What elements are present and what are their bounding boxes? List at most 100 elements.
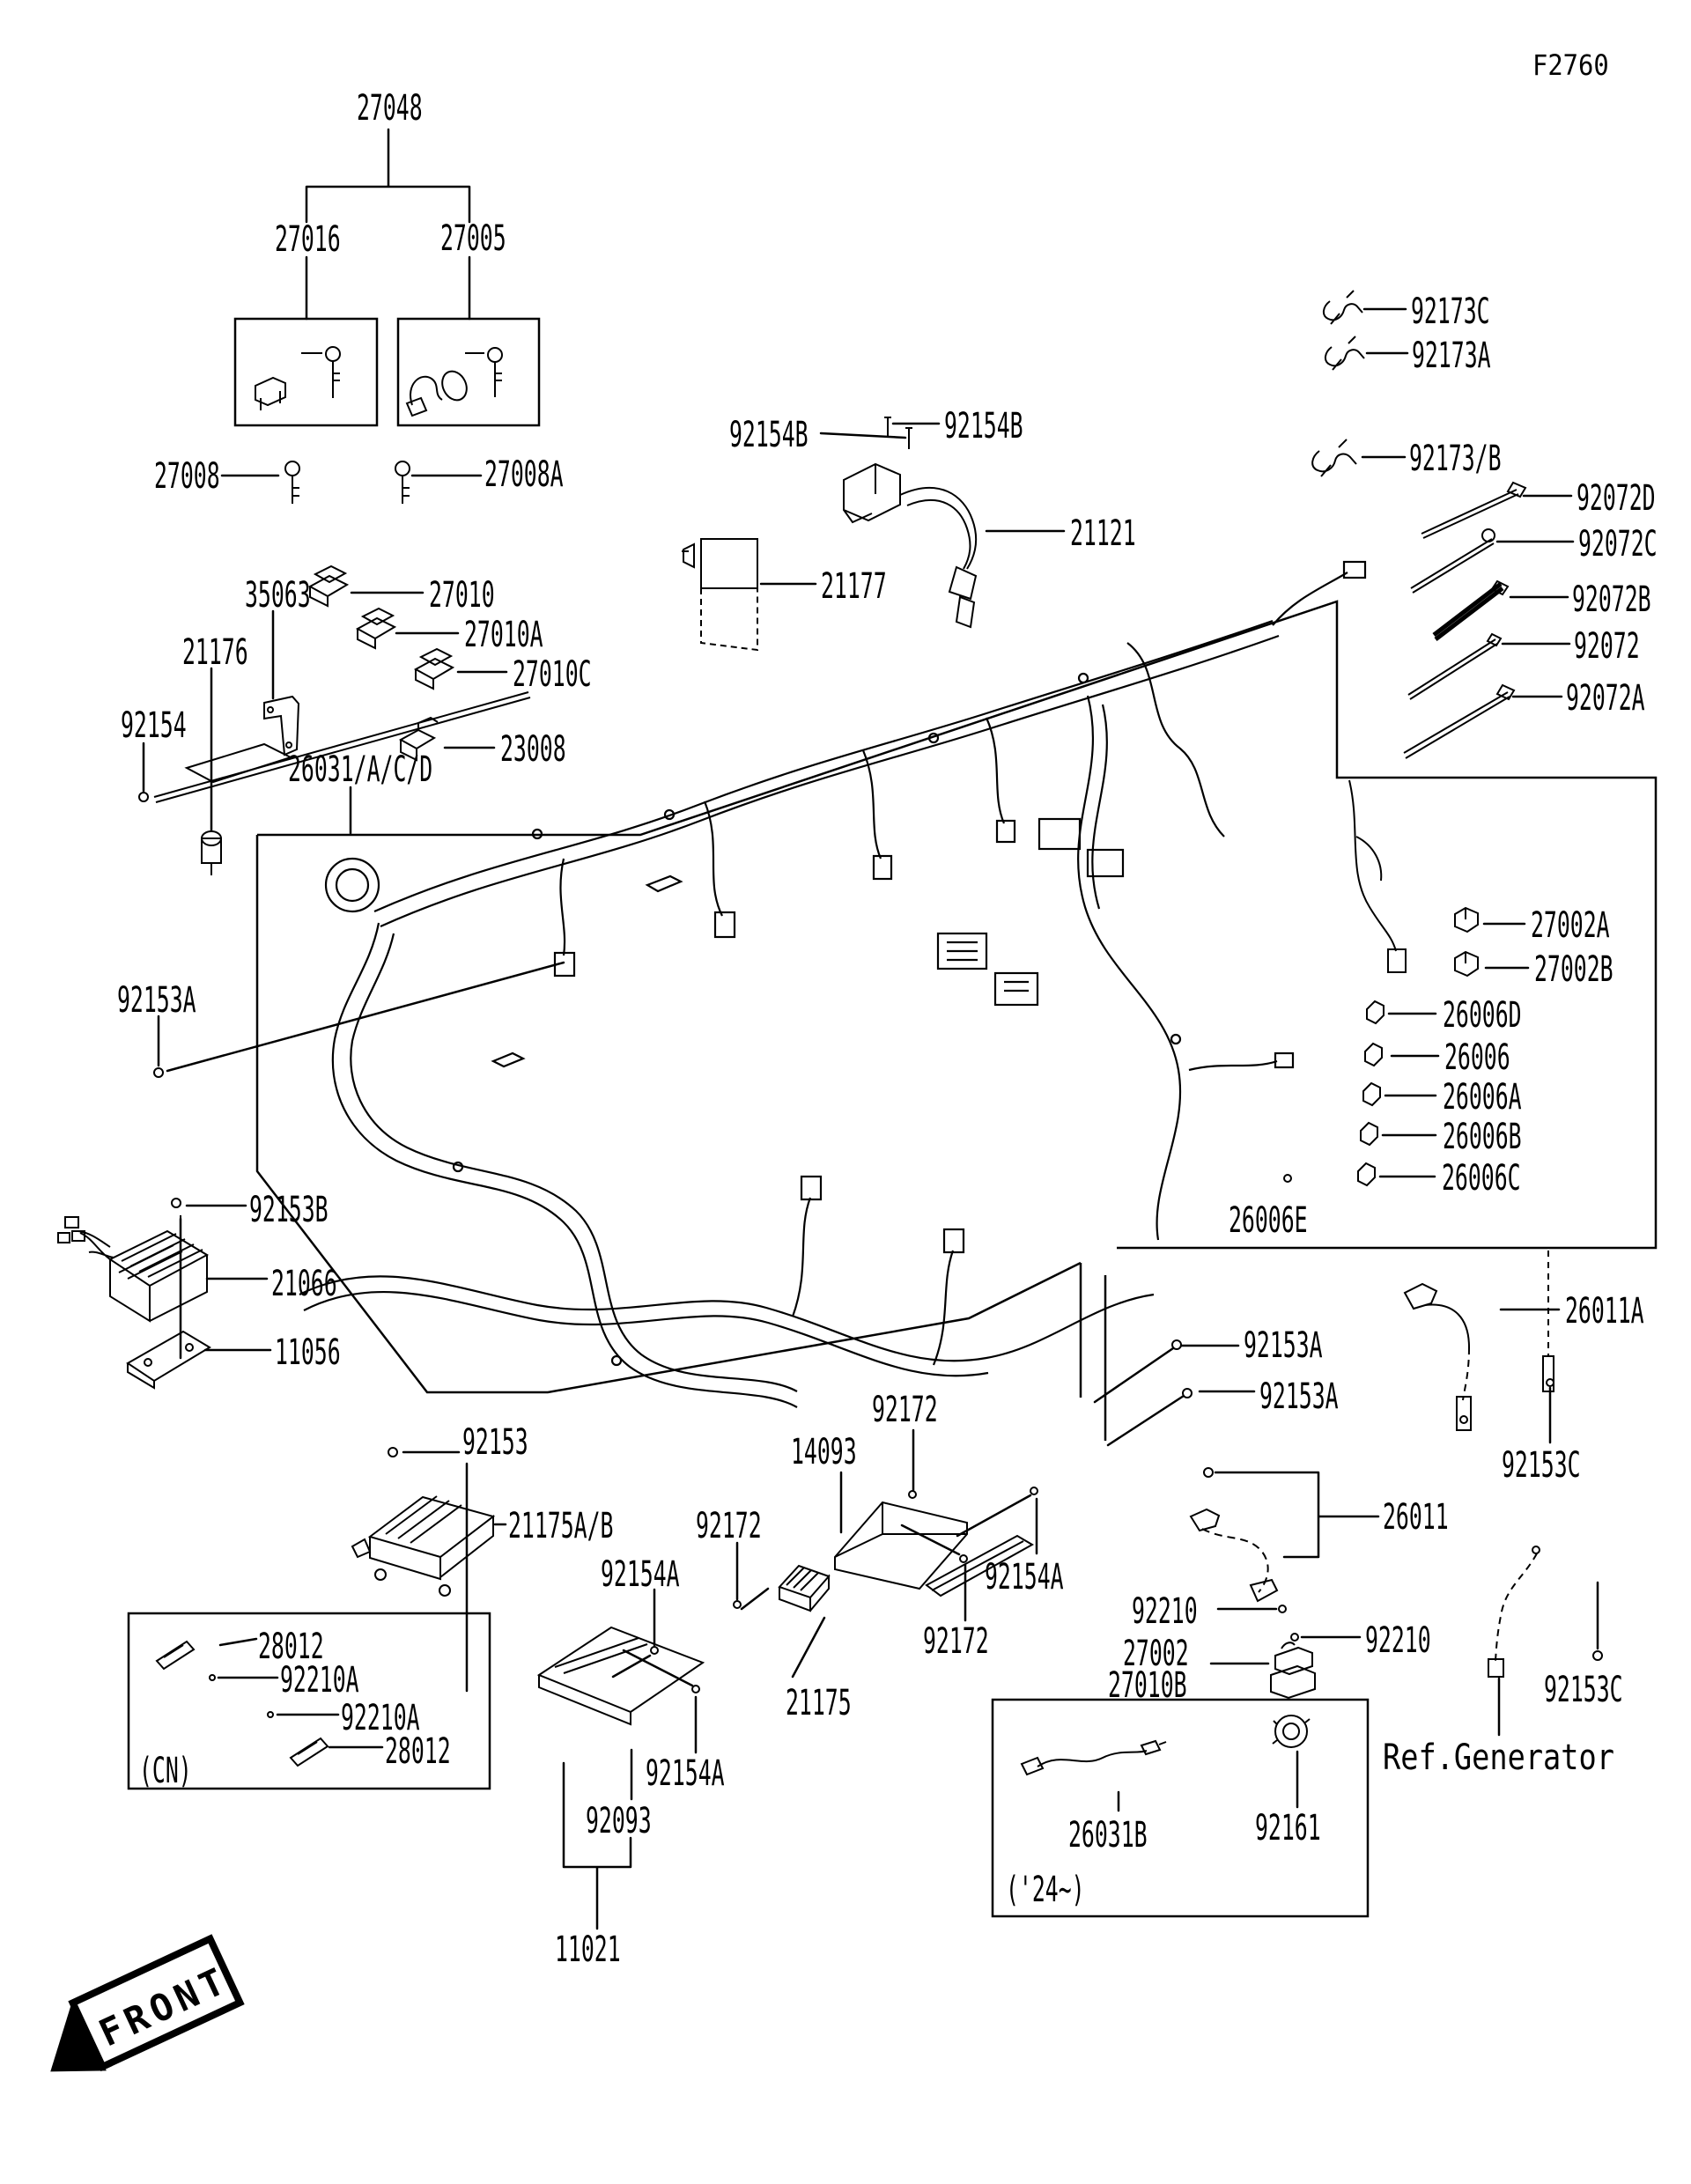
cdi-unit-icon — [682, 538, 758, 652]
part-label: 92154 — [121, 705, 187, 746]
main-harness-outline — [255, 600, 1658, 1441]
part-label: 92154B — [944, 406, 1023, 446]
generator-lead-icon — [1488, 1546, 1540, 1678]
sensor-21176-icon — [184, 742, 293, 875]
part-label: 92210 — [1365, 1620, 1431, 1661]
part-label: 27010 — [429, 575, 495, 616]
year24-variant-box — [991, 1698, 1370, 1918]
part-label: 21175A/B — [508, 1506, 614, 1546]
part-label: 35063 — [245, 575, 311, 616]
wiring-harness-art — [299, 560, 1367, 1408]
part-label: 21121 — [1070, 513, 1136, 554]
part-label: 11056 — [275, 1332, 341, 1373]
mount-plate-icon — [536, 1626, 705, 1726]
part-label: 27002B — [1534, 949, 1613, 990]
part-label: 27016 — [275, 219, 341, 260]
part-label: 11021 — [555, 1929, 621, 1970]
clamp-icons — [1311, 290, 1365, 477]
part-label: 92093 — [586, 1801, 652, 1841]
stud-92154-icon — [153, 691, 531, 803]
part-label: 27008A — [484, 454, 564, 495]
leader-lines — [142, 128, 1599, 1930]
part-label: 92153A — [1259, 1376, 1339, 1417]
part-label: 92161 — [1255, 1808, 1321, 1848]
cn-variant-box — [127, 1612, 491, 1790]
part-label: 92173/B — [1409, 439, 1502, 479]
part-label: 92072C — [1578, 524, 1658, 564]
bracket-14093-icon — [834, 1501, 1035, 1597]
switch-icons — [307, 564, 455, 762]
part-label: 92153A — [1244, 1325, 1323, 1366]
ecu-21175-icon — [778, 1564, 831, 1612]
part-label: 92210 — [1132, 1591, 1198, 1632]
part-label: 26006 — [1444, 1037, 1510, 1078]
part-label: 92072A — [1566, 678, 1645, 719]
part-label: 92172 — [696, 1506, 762, 1546]
figure-code: F2760 — [1532, 48, 1609, 82]
ignition-kit-box-27005 — [396, 317, 541, 427]
part-label: 26006E — [1229, 1200, 1308, 1241]
fuse-icons — [1357, 1000, 1385, 1187]
part-label: 28012 — [385, 1731, 451, 1772]
part-label: 26006A — [1443, 1077, 1522, 1118]
battery-cable-26011A-icon — [1403, 1282, 1472, 1431]
part-label: 27008 — [154, 456, 220, 497]
pin-28012-icons — [155, 1640, 329, 1767]
part-label: 26031B — [1068, 1815, 1148, 1856]
part-label: 92072 — [1574, 626, 1640, 667]
right-box-wires — [1348, 779, 1554, 1392]
part-label: 14093 — [791, 1432, 857, 1472]
relay-27002-icon — [1270, 1642, 1316, 1700]
part-label: 27002 — [1123, 1634, 1189, 1674]
part-label: 28012 — [258, 1627, 324, 1667]
part-label: 92072B — [1572, 579, 1651, 620]
part-label: 27010A — [464, 615, 543, 655]
part-label: 92210A — [341, 1698, 420, 1738]
part-label: 23008 — [500, 729, 566, 770]
part-label: 92153A — [117, 980, 196, 1021]
ecu-21175ab-icon — [351, 1495, 496, 1597]
part-label: ('24~) — [1006, 1870, 1085, 1910]
part-label: 26006C — [1442, 1158, 1521, 1199]
part-label: 92154A — [646, 1753, 725, 1794]
part-label: 92153 — [462, 1422, 528, 1463]
fastener-icons — [138, 417, 1603, 1718]
cable-tie-icons — [1403, 481, 1527, 759]
part-label: 92173A — [1412, 336, 1491, 376]
part-label: 92172 — [872, 1390, 938, 1430]
part-label: 27010B — [1108, 1665, 1187, 1706]
part-label: 92072D — [1577, 478, 1656, 519]
part-label: 27048 — [357, 88, 423, 129]
part-label: 21176 — [182, 632, 248, 673]
front-direction-marker: FRONT — [50, 1934, 245, 2072]
nut-92161-icon — [1272, 1715, 1311, 1748]
part-label: 92154A — [985, 1557, 1064, 1597]
part-label: 27010C — [513, 654, 592, 695]
regulator-21066-icon — [57, 1216, 210, 1323]
part-label: 92153B — [249, 1190, 329, 1230]
key-icon — [284, 461, 410, 504]
plate-11056-icon — [126, 1215, 211, 1390]
jumper-lead-26031B-icon — [1020, 1739, 1167, 1776]
part-label: 27005 — [440, 218, 506, 259]
relay-cube-icons — [1454, 906, 1479, 978]
part-label: 92172 — [923, 1621, 989, 1662]
part-label: 26006D — [1443, 995, 1522, 1036]
ignition-switch-icons — [255, 346, 503, 417]
part-label: 26011A — [1565, 1291, 1644, 1332]
ignition-coil-icon — [843, 462, 978, 629]
ignition-kit-box-27016 — [233, 317, 379, 427]
front-arrowhead-icon — [50, 1998, 107, 2072]
part-label: 26006B — [1443, 1117, 1522, 1157]
part-label: 27002A — [1531, 905, 1610, 946]
part-label: 26031/A/C/D — [288, 749, 433, 790]
part-label: 92173C — [1411, 291, 1490, 332]
bracket-35063-icon — [263, 695, 300, 756]
part-label: (CN) — [139, 1751, 192, 1791]
part-label: Ref.Generator — [1383, 1738, 1614, 1778]
part-label: 21177 — [821, 566, 887, 607]
part-label: 92210A — [280, 1660, 359, 1701]
part-label: 92154B — [729, 415, 809, 455]
